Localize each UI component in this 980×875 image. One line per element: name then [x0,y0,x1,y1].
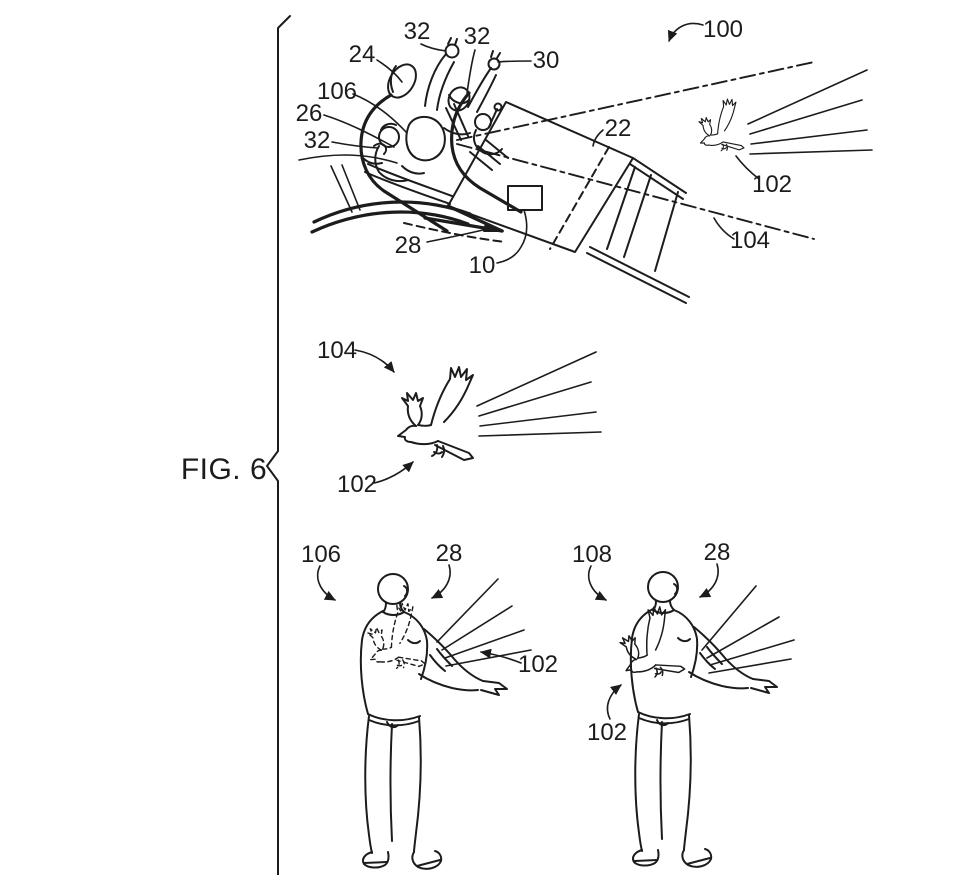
ref-label-28-top: 28 [395,232,422,259]
leader-lines [323,22,760,264]
figure-brace [266,15,291,875]
ref-label-104-mid: 104 [317,337,357,364]
scene-flying-bird: 104 102 [317,337,602,498]
figure-caption: FIG. 6 [181,453,267,486]
ref-label-32-left-arm: 32 [404,18,431,45]
ref-label-102-mid: 102 [337,471,377,498]
bird-on-back-icon [609,603,686,689]
haptic-bird-impression-icon [359,600,426,677]
ref-label-108-guest: 108 [572,541,612,568]
speed-lines-top [747,69,873,155]
ref-label-102-top: 102 [752,171,792,198]
guest-figure [359,573,508,870]
ref-label-106-guest: 106 [301,541,341,568]
ref-label-28-guest-left: 28 [436,540,463,567]
speaker-box [507,185,543,211]
speed-lines-middle [476,351,602,437]
ref-label-102-guest-left: 102 [518,651,558,678]
speed-lines-guest-left [436,578,532,667]
ref-label-10: 10 [469,252,496,279]
ref-label-26: 26 [296,100,323,127]
ref-label-32-mid-arm: 32 [464,23,491,50]
ref-label-30: 30 [533,47,560,74]
ref-label-22: 22 [605,115,632,142]
scene-ride-vehicle: 100 24 32 32 30 106 26 32 22 102 104 28 … [296,16,873,304]
bird-icon-large [397,366,474,461]
ride-vehicle-body [403,101,690,304]
view-lines [456,61,815,240]
leader-lines [587,563,719,720]
bird-icon-small [693,97,745,157]
speed-lines-guest-right [701,585,795,674]
ref-label-104-top: 104 [730,227,770,254]
guest-figure [629,571,778,868]
leader-lines [354,349,414,484]
ref-label-24: 24 [349,41,376,68]
ref-label-102-guest-right: 102 [587,719,627,746]
ref-label-28-guest-right: 28 [704,539,731,566]
ref-label-100: 100 [703,16,743,43]
scene-guest-left: 106 28 102 [301,540,558,870]
ref-label-32-hand: 32 [304,127,331,154]
ref-label-106: 106 [317,78,357,105]
scene-guest-right: 108 28 102 [572,539,795,868]
leader-lines [316,564,522,664]
